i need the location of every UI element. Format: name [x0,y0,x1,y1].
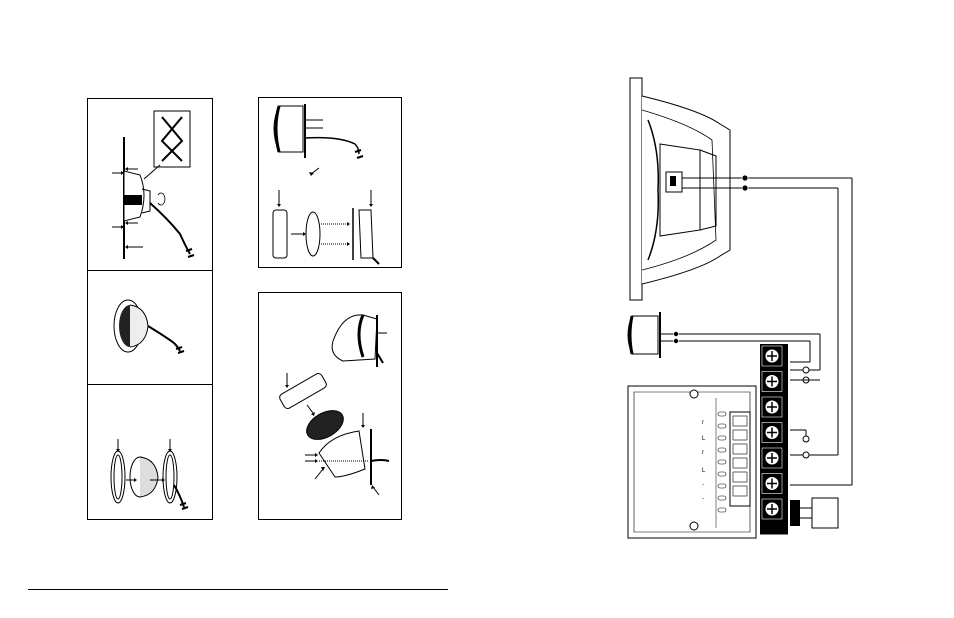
terminal-screw [762,372,782,392]
crossover-mark-1: r [702,420,704,426]
terminal-screw [762,499,782,519]
woofer-drawing [630,78,730,300]
crossover-mark-5: - [702,482,704,488]
terminal-screw [762,474,782,494]
crossover-mark-6: - [702,496,704,502]
crossover-mark-4: L [702,468,705,474]
crossover-mark-2: L [702,436,705,442]
terminal-screw [762,448,782,468]
terminal-screw [762,397,782,417]
tweeter-drawing [628,312,660,358]
terminal-strip [760,344,788,535]
crossover-mark-3: r [702,450,704,456]
terminal-screw [762,423,782,443]
terminal-screw [762,346,782,366]
input-connector [790,498,838,528]
crossover-box [628,386,756,538]
